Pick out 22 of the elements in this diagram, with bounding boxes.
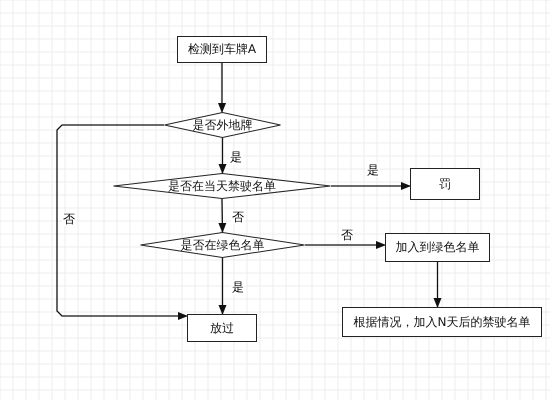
process-box: 加入到绿色名单 (385, 233, 490, 262)
arrow (218, 258, 226, 315)
arrow (305, 241, 386, 249)
arrow (218, 199, 226, 233)
process-box: 放过 (187, 314, 257, 342)
arrow (218, 138, 226, 174)
edge-label: 是 (231, 280, 245, 294)
arrow (218, 63, 226, 113)
edge-label: 否 (231, 210, 245, 224)
edge-label: 否 (340, 228, 354, 242)
edge-label: 否 (62, 212, 76, 226)
decision-diamond: 是否在绿色名单 (140, 232, 305, 258)
arrow (434, 262, 442, 308)
process-box: 根据情况，加入N天后的禁驶名单 (342, 307, 542, 337)
process-box: 检测到车牌A (177, 36, 267, 63)
decision-diamond: 是否在当天禁驶名单 (113, 173, 331, 199)
edge-label: 是 (366, 163, 380, 177)
decision-diamond: 是否外地牌 (164, 112, 281, 138)
arrow (331, 182, 411, 190)
arrow (56, 124, 188, 320)
edge-label: 是 (229, 150, 243, 164)
process-box: 罚 (410, 168, 480, 200)
